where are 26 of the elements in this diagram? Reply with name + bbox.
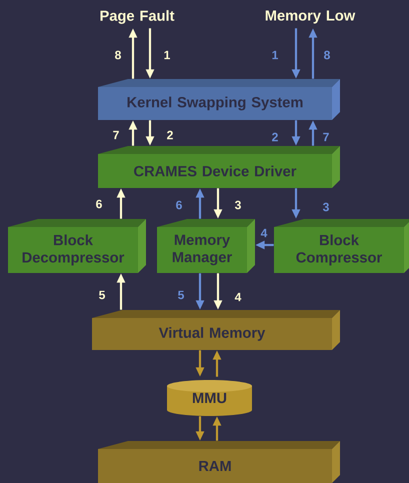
edge-label: 5 [99, 290, 105, 300]
cylinder: MMU [167, 380, 252, 416]
edge-label: 1 [272, 50, 278, 60]
block-box: Block Compressor [274, 219, 409, 273]
edge-label: 4 [260, 228, 268, 238]
block-box: RAM [98, 441, 340, 483]
block-box: Virtual Memory [92, 310, 340, 350]
edge-label: 6 [176, 200, 182, 210]
block-box: CRAMES Device Driver [98, 146, 340, 188]
heading-text: Memory Low [266, 10, 356, 24]
edge-label: 8 [115, 50, 121, 60]
edge-label: 6 [96, 200, 102, 208]
edge-label: 7 [113, 130, 119, 140]
edge-label: 4 [234, 292, 242, 302]
block-box: Block Decompressor [8, 219, 146, 273]
edge-label: 1 [164, 50, 170, 60]
block-box: Kernel Swapping System [98, 79, 340, 120]
edge-label: 2 [272, 132, 278, 142]
heading-text: Page Fault [100, 10, 174, 24]
edge-label: 2 [167, 130, 173, 140]
edge-label: 8 [324, 50, 330, 60]
block-box: Memory Manager [157, 219, 255, 273]
edge-label: 3 [234, 200, 241, 210]
edge-label: 7 [323, 132, 329, 142]
edge-label: 3 [322, 202, 329, 212]
edge-label: 5 [178, 290, 184, 300]
